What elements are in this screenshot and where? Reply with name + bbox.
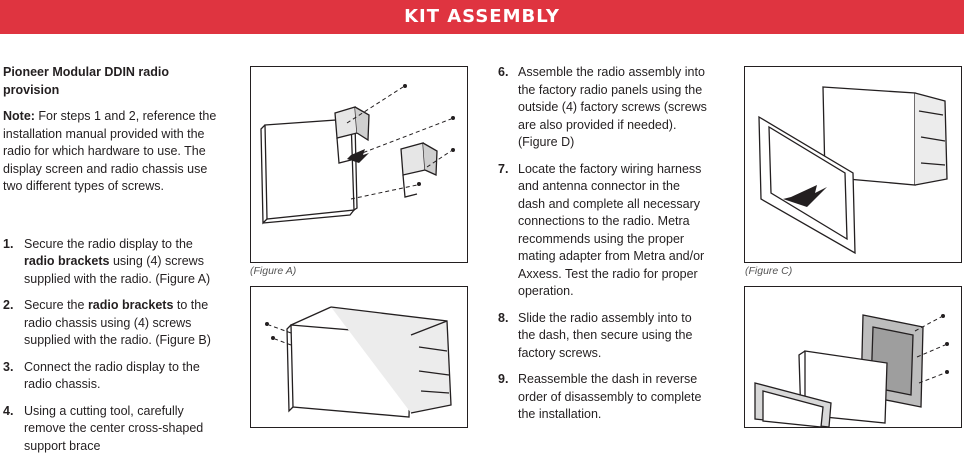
step-text: Using a cutting tool, carefully remove t… — [24, 403, 204, 453]
step-emphasis: radio brackets — [87, 298, 174, 312]
step-number: 7. — [498, 161, 509, 176]
step-text: Reassemble the dash in reverse order of … — [518, 372, 702, 421]
figure-a-illustration — [260, 84, 455, 225]
note-paragraph: Note: For steps 1 and 2, reference the i… — [3, 108, 218, 196]
step-text: using (4) screws supplied with the radio… — [24, 254, 211, 286]
section-title: KIT ASSEMBLY — [404, 6, 560, 27]
figure-c-illustration — [758, 86, 948, 255]
steps-list-left: 1. Secure the radio display to the radio … — [3, 236, 218, 456]
step-number: 2. — [3, 298, 14, 312]
step-text: to the radio chassis using (4) screws su… — [24, 298, 211, 347]
step-number: 4. — [3, 403, 14, 418]
step-text: Secure the radio display to the — [24, 236, 193, 251]
figure-d-illustration — [754, 314, 949, 427]
step-number: 8. — [498, 310, 509, 325]
figure-a-caption: (Figure A) — [250, 265, 297, 277]
step-item: 4. Using a cutting tool, carefully remove… — [3, 403, 218, 456]
section-banner: KIT ASSEMBLY — [0, 0, 964, 34]
step-item: 2. Secure the radio brackets to the radio… — [3, 297, 218, 350]
figure-c — [744, 66, 962, 263]
note-text: For steps 1 and 2, reference the install… — [3, 109, 217, 193]
steps-list-right: 6. Assemble the radio assembly into the f… — [498, 64, 708, 424]
step-item: 3. Connect the radio display to the radio… — [3, 359, 218, 394]
step-text: Locate the factory wiring harness and an… — [518, 161, 705, 299]
step-number: 3. — [3, 359, 14, 374]
step-number: 1. — [3, 236, 14, 251]
note-label: Note: — [3, 109, 35, 123]
step-number: 6. — [498, 65, 509, 79]
figure-b-illustration — [265, 306, 452, 418]
step-item: 6. Assemble the radio assembly into the f… — [498, 64, 708, 152]
provision-heading: Pioneer Modular DDIN radio provision — [3, 65, 169, 97]
figure-c-caption: (Figure C) — [745, 265, 793, 277]
step-text: Slide the radio assembly into to the das… — [518, 310, 693, 360]
step-emphasis: radio brackets — [24, 254, 110, 268]
step-number: 9. — [498, 372, 509, 386]
step-item: 1. Secure the radio display to the radio … — [3, 236, 218, 289]
step-item: 8. Slide the radio assembly into to the d… — [498, 310, 708, 363]
figure-a — [250, 66, 468, 263]
instructions-left-column: Pioneer Modular DDIN radio provision Not… — [3, 64, 218, 464]
step-item: 7. Locate the factory wiring harness and … — [498, 161, 708, 301]
step-text: Secure the — [24, 298, 88, 312]
step-text: Connect the radio display to the radio c… — [24, 359, 200, 392]
figure-b — [250, 286, 468, 428]
step-text: Assemble the radio assembly into the fac… — [518, 65, 707, 149]
instructions-right-column: 6. Assemble the radio assembly into the f… — [498, 64, 708, 433]
step-item: 9. Reassemble the dash in reverse order o… — [498, 371, 708, 424]
figure-d — [744, 286, 962, 428]
